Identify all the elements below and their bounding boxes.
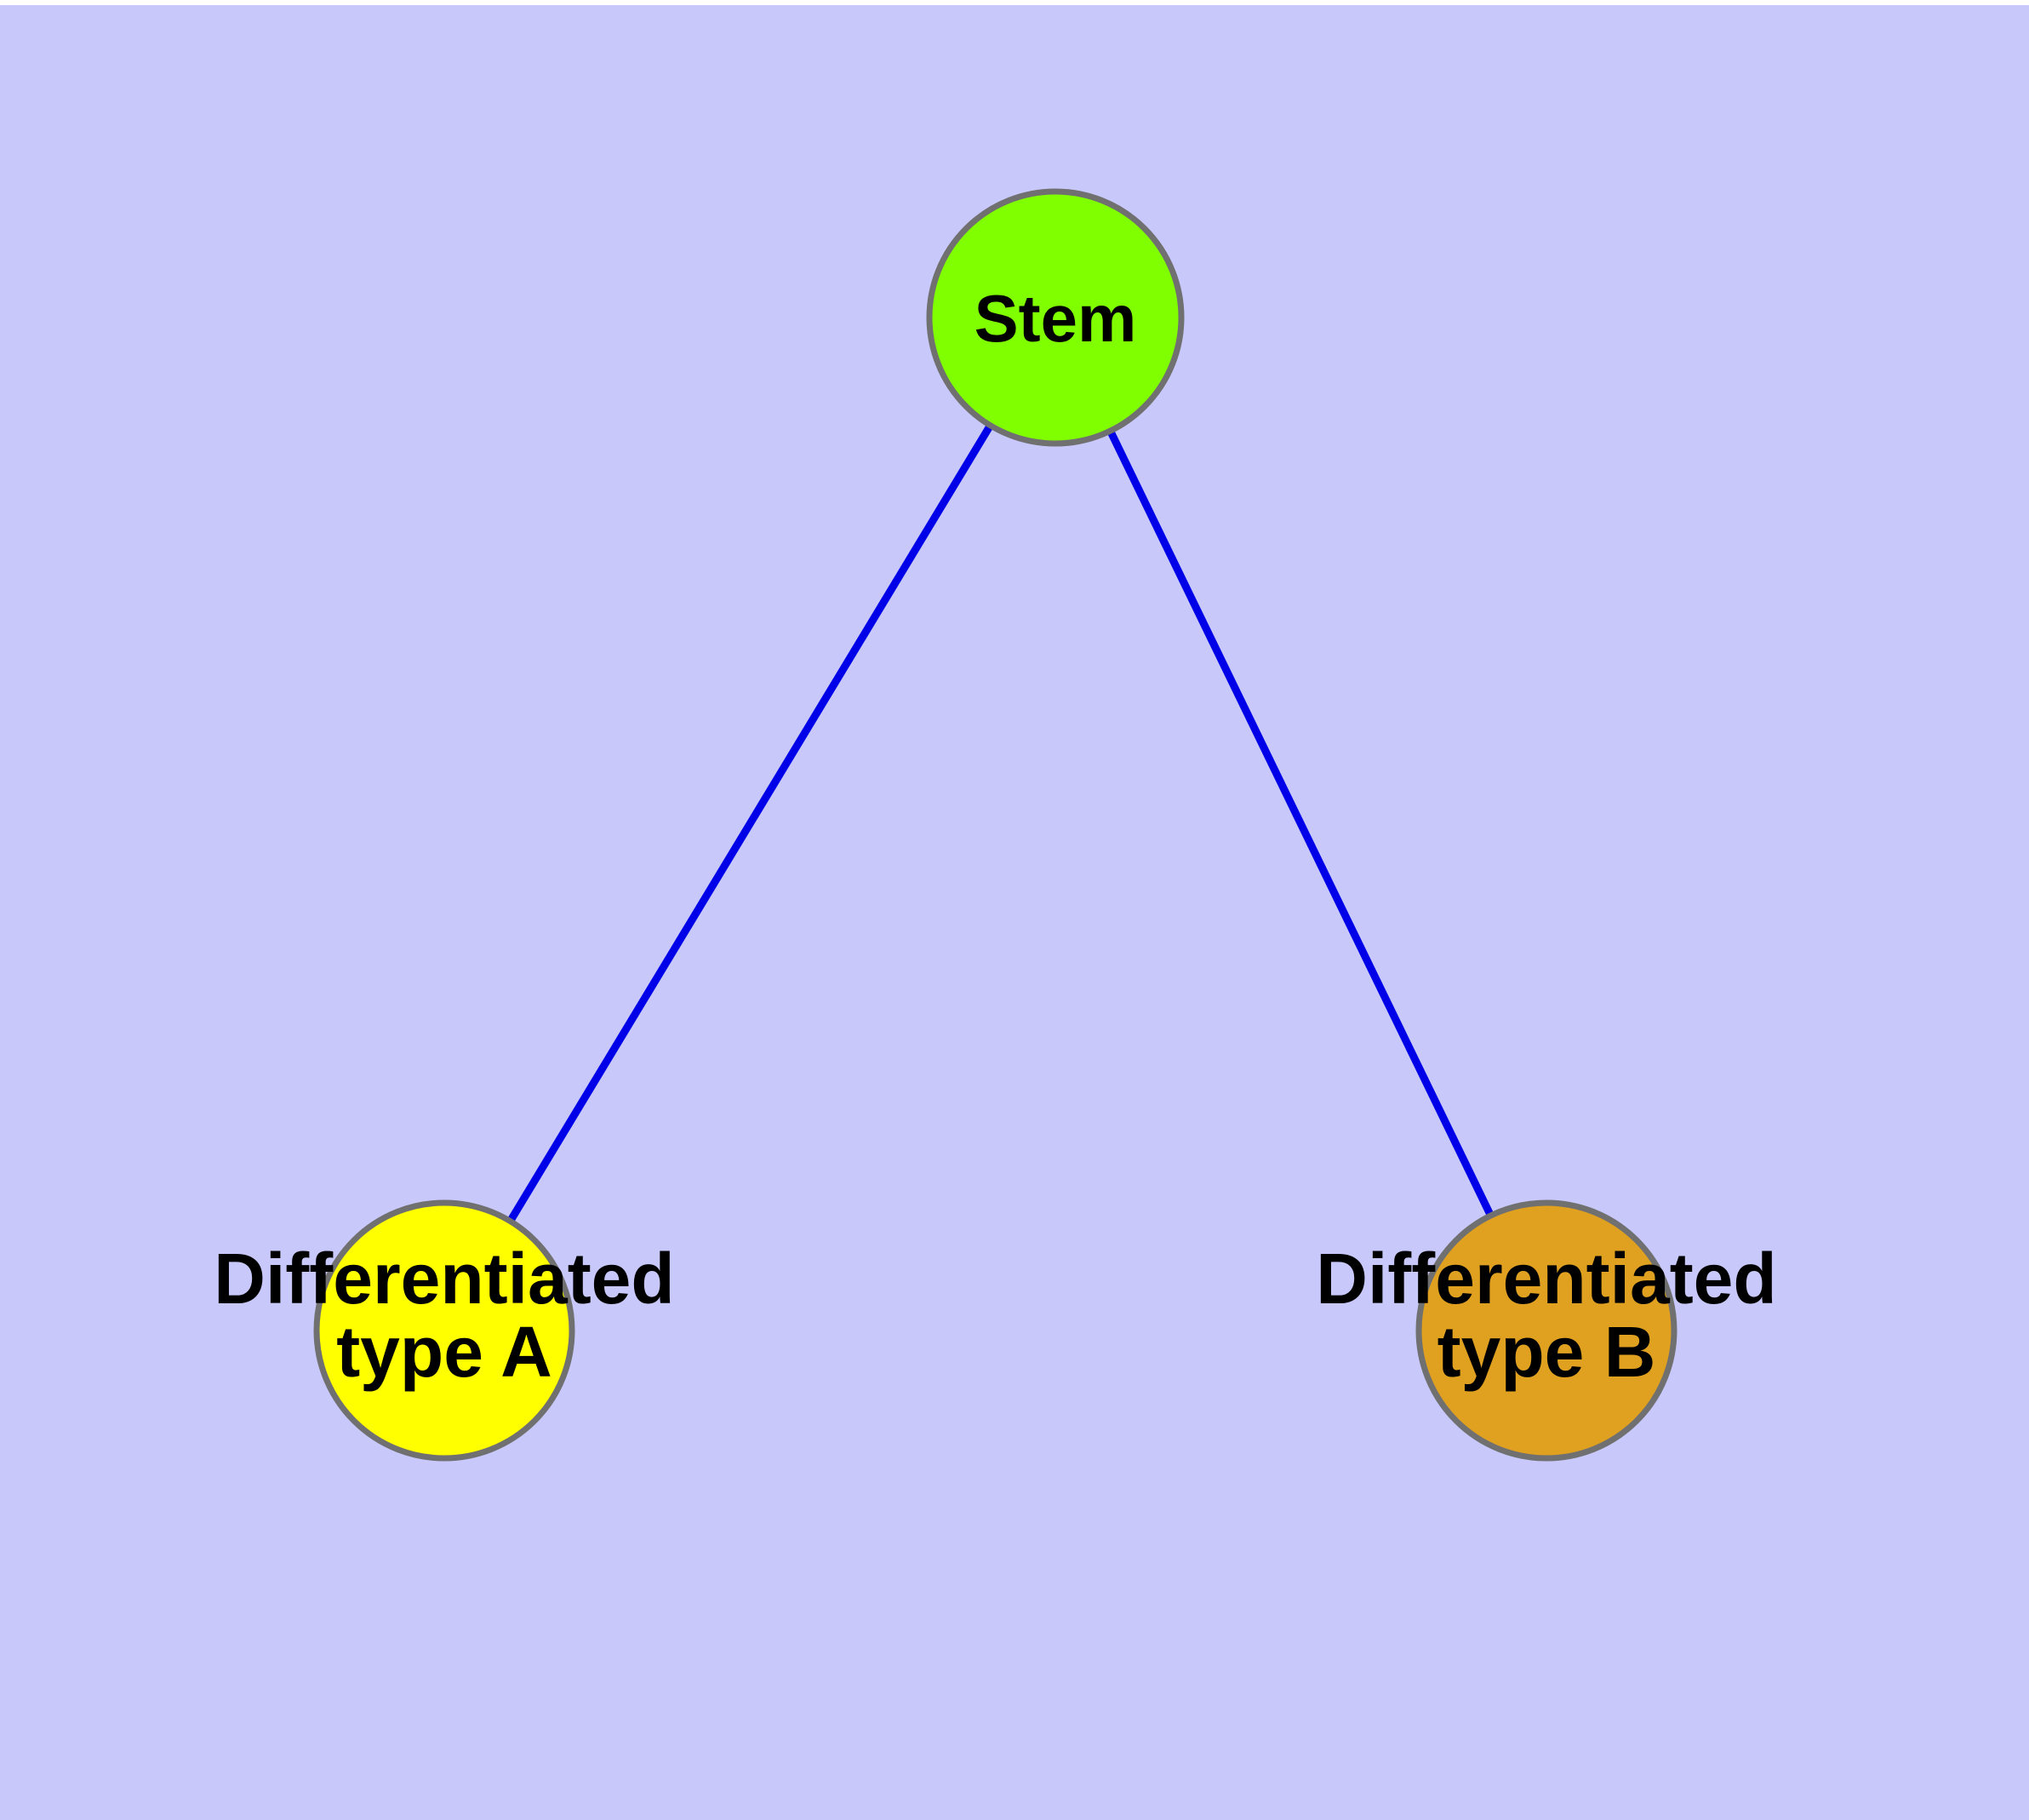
edge-layer <box>506 423 1495 1223</box>
edge-stem-to-differentiated-type-a[interactable] <box>506 423 994 1223</box>
node-stem[interactable] <box>926 188 1185 447</box>
node-differentiated-type-b[interactable] <box>1415 1199 1677 1462</box>
node-differentiated-type-a[interactable] <box>313 1199 575 1462</box>
edge-stem-to-differentiated-type-b[interactable] <box>1106 429 1495 1217</box>
node-layer <box>313 188 1677 1462</box>
